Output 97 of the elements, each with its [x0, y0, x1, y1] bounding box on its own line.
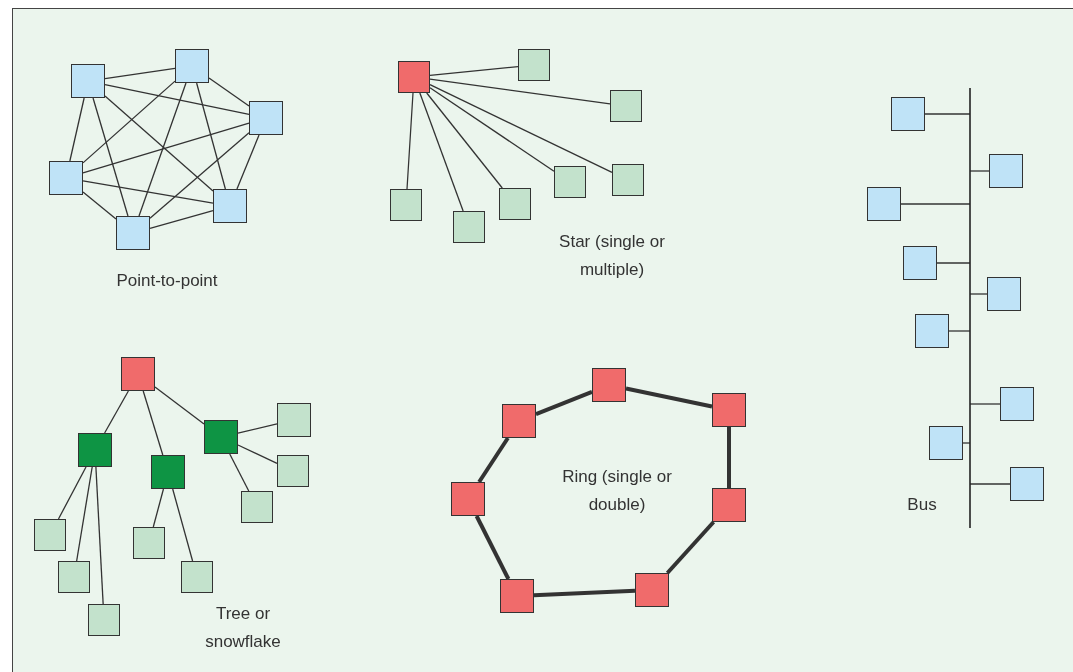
connector-line: [900, 203, 971, 205]
node-square: [903, 246, 937, 280]
node-square: [181, 561, 213, 593]
node-square: [929, 426, 963, 460]
node-square: [518, 49, 550, 81]
connector-line: [237, 423, 278, 434]
connector-line: [236, 134, 260, 190]
node-square: [133, 527, 165, 559]
double-line: [665, 520, 716, 575]
node-square: [78, 433, 112, 467]
connector-line: [138, 82, 187, 217]
node-square: [499, 188, 531, 220]
connector-line: [195, 82, 227, 190]
connector-line: [149, 132, 250, 219]
connector-line: [429, 65, 519, 77]
connector-line: [69, 97, 85, 162]
connector-line: [948, 330, 971, 332]
node-square: [34, 519, 66, 551]
node-square: [453, 211, 485, 243]
double-line: [535, 389, 593, 417]
node-square: [610, 90, 642, 122]
connector-line: [95, 466, 104, 605]
node-square: [1000, 387, 1034, 421]
connector-line: [142, 390, 164, 456]
node-square: [49, 161, 83, 195]
connector-line: [969, 170, 990, 172]
connector-line: [82, 191, 117, 220]
node-square: [502, 404, 536, 438]
node-square: [989, 154, 1023, 188]
connector-line: [92, 97, 129, 217]
double-line: [727, 427, 731, 488]
node-square: [915, 314, 949, 348]
node-square: [121, 357, 155, 391]
node-square: [277, 403, 311, 437]
double-line: [625, 386, 713, 409]
connector-line: [208, 77, 250, 107]
connector-line: [104, 95, 214, 192]
connector-line: [429, 84, 613, 173]
node-square: [277, 455, 309, 487]
node-square: [592, 368, 626, 402]
node-square: [88, 604, 120, 636]
caption-text: Ring (single or double): [561, 466, 673, 516]
double-line: [474, 515, 511, 580]
node-square: [891, 97, 925, 131]
connector-line: [149, 210, 214, 229]
node-square: [987, 277, 1021, 311]
connector-line: [406, 92, 414, 190]
node-square: [712, 393, 746, 427]
connector-line: [57, 466, 87, 520]
node-square: [867, 187, 901, 221]
connector-line: [152, 488, 165, 528]
connector-line: [969, 483, 1011, 485]
node-square: [241, 491, 273, 523]
bus-line: [969, 87, 971, 529]
connector-line: [429, 78, 611, 105]
node-square: [175, 49, 209, 83]
connector-line: [969, 403, 1001, 405]
caption-text: Bus: [906, 494, 938, 516]
node-square: [58, 561, 90, 593]
node-square: [612, 164, 644, 196]
node-square: [151, 455, 185, 489]
connector-line: [82, 122, 250, 174]
node-square: [390, 189, 422, 221]
connector-line: [924, 113, 971, 115]
connector-line: [969, 293, 988, 295]
connector-line: [229, 453, 250, 492]
connector-line: [104, 67, 176, 80]
connector-line: [419, 92, 464, 212]
connector-line: [104, 83, 250, 116]
connector-line: [962, 442, 971, 444]
node-square: [635, 573, 669, 607]
connector-line: [76, 466, 93, 562]
connector-line: [154, 386, 205, 425]
node-square: [554, 166, 586, 198]
caption-text: Star (single or multiple): [558, 231, 666, 281]
node-square: [500, 579, 534, 613]
connector-line: [172, 488, 194, 562]
caption-text: Tree or snowflake: [204, 603, 282, 653]
connector-line: [426, 92, 503, 189]
double-line: [477, 436, 510, 484]
node-square: [204, 420, 238, 454]
connector-line: [429, 87, 555, 172]
double-line: [533, 588, 636, 598]
node-square: [451, 482, 485, 516]
node-square: [116, 216, 150, 250]
node-square: [712, 488, 746, 522]
connector-line: [936, 262, 971, 264]
connector-line: [103, 390, 130, 434]
connector-line: [237, 444, 278, 465]
node-square: [1010, 467, 1044, 501]
node-square: [213, 189, 247, 223]
node-square: [71, 64, 105, 98]
connector-line: [82, 180, 214, 204]
caption-text: Point-to-point: [115, 270, 219, 292]
node-square: [398, 61, 430, 93]
node-square: [249, 101, 283, 135]
connector-line: [82, 80, 176, 164]
